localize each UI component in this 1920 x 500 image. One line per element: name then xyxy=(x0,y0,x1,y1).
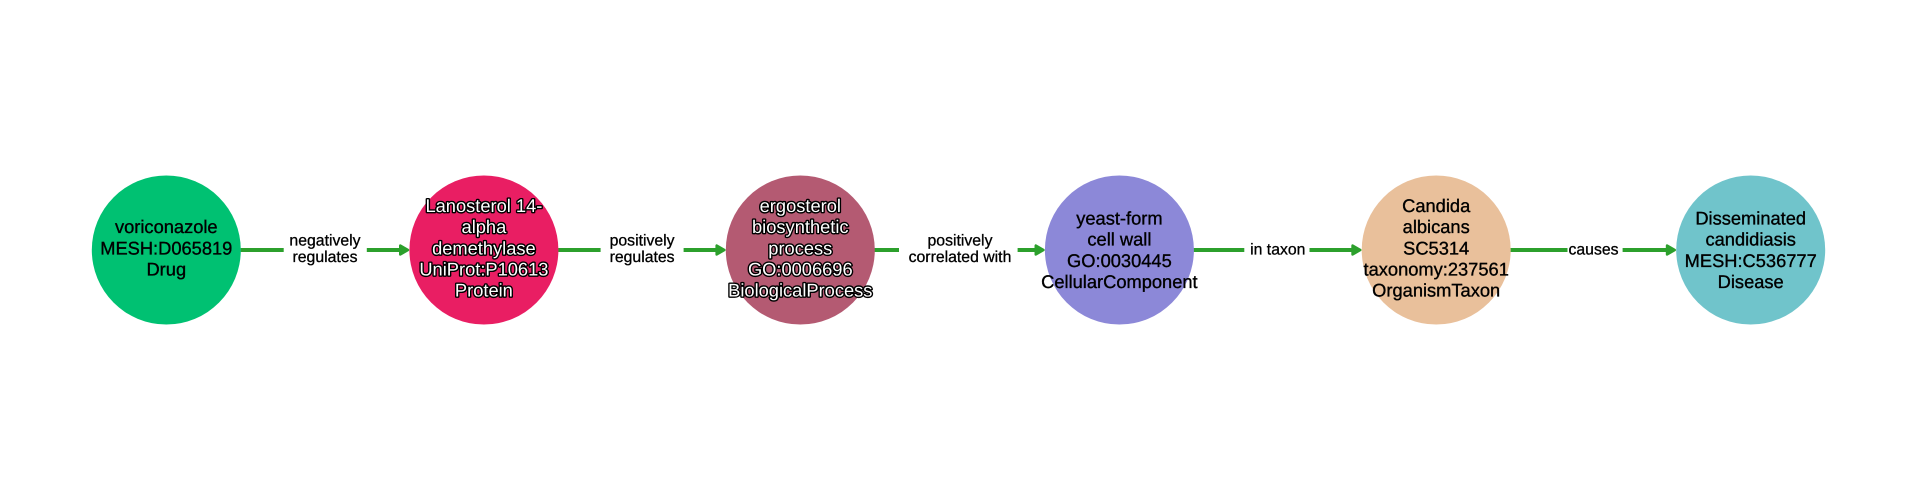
svg-text:cell wall: cell wall xyxy=(1087,229,1151,250)
svg-text:process: process xyxy=(768,237,832,258)
svg-text:in taxon: in taxon xyxy=(1250,241,1305,258)
svg-text:alpha: alpha xyxy=(462,216,508,237)
svg-text:taxonomy:237561: taxonomy:237561 xyxy=(1364,259,1509,280)
svg-text:GO:0030445: GO:0030445 xyxy=(1067,250,1172,271)
svg-text:albicans: albicans xyxy=(1403,216,1470,237)
svg-text:correlated with: correlated with xyxy=(909,249,1012,266)
svg-text:CellularComponent: CellularComponent xyxy=(1041,271,1198,292)
svg-text:voriconazole: voriconazole xyxy=(115,216,218,237)
svg-text:positively: positively xyxy=(610,232,675,249)
svg-text:OrganismTaxon: OrganismTaxon xyxy=(1372,280,1500,301)
svg-text:ergosterol: ergosterol xyxy=(760,195,841,216)
svg-text:candidiasis: candidiasis xyxy=(1705,229,1795,250)
svg-text:Candida: Candida xyxy=(1402,195,1471,216)
svg-text:causes: causes xyxy=(1568,241,1618,258)
svg-text:regulates: regulates xyxy=(610,249,675,266)
svg-text:Disseminated: Disseminated xyxy=(1695,208,1806,229)
svg-text:GO:0006696: GO:0006696 xyxy=(748,259,853,280)
svg-text:MESH:C536777: MESH:C536777 xyxy=(1685,250,1817,271)
svg-text:MESH:D065819: MESH:D065819 xyxy=(100,237,232,258)
svg-text:negatively: negatively xyxy=(289,232,360,249)
svg-text:BiologicalProcess: BiologicalProcess xyxy=(728,280,872,301)
svg-text:demethylase: demethylase xyxy=(432,237,536,258)
svg-text:yeast-form: yeast-form xyxy=(1076,208,1162,229)
svg-text:Lanosterol 14-: Lanosterol 14- xyxy=(425,195,542,216)
svg-text:Disease: Disease xyxy=(1718,271,1784,292)
svg-text:Protein: Protein xyxy=(455,280,513,301)
svg-text:biosynthetic: biosynthetic xyxy=(752,216,849,237)
svg-text:SC5314: SC5314 xyxy=(1403,237,1469,258)
svg-text:positively: positively xyxy=(928,232,993,249)
svg-text:Drug: Drug xyxy=(146,259,186,280)
svg-text:UniProt:P10613: UniProt:P10613 xyxy=(419,259,548,280)
svg-text:regulates: regulates xyxy=(293,249,358,266)
